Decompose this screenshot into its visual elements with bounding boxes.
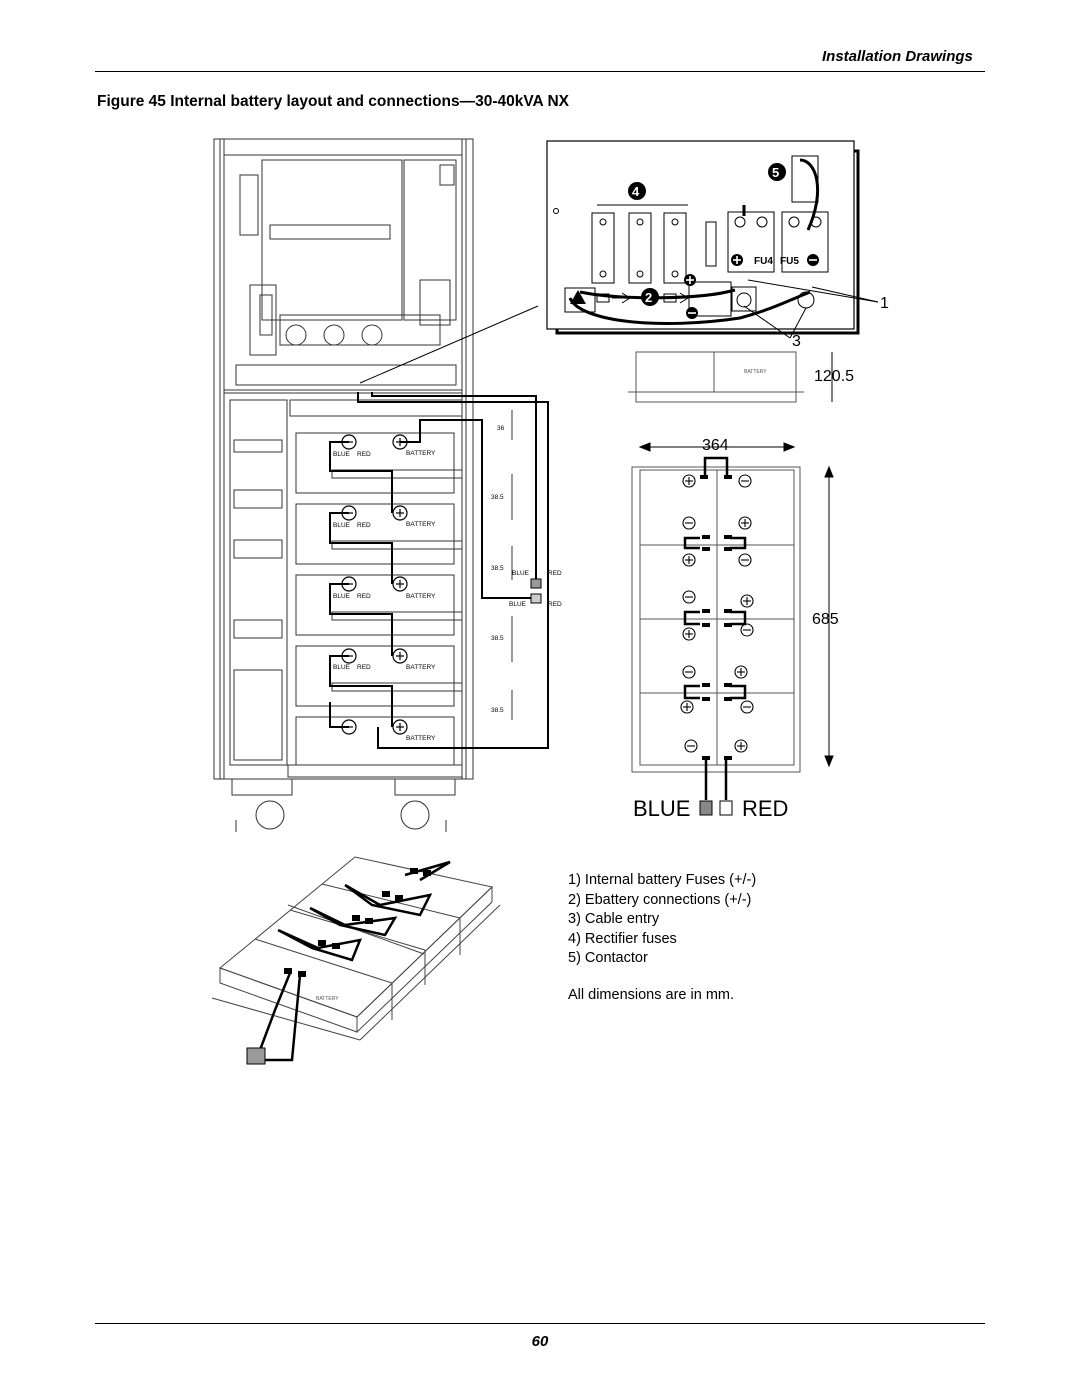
cable-entry-arrow-icon [570,290,586,304]
battery-label: BATTERY [406,664,436,671]
blue-wire-swatch [699,800,713,816]
plan-connector-blocks [700,475,732,760]
iso-blue-connector [246,1047,266,1065]
width-dimension [638,442,796,452]
legend-item: 3) Cable entry [568,911,660,928]
battery-label: BATTERY [406,521,436,528]
callout-leaders [743,279,879,339]
wire-legend-blue: BLUE [633,796,690,821]
cabinet-battery-shelves [295,432,463,766]
blue-label: BLUE [333,522,351,529]
isometric-wiring [258,860,451,1062]
battery-label: BATTERY [406,735,436,742]
callout-3: 3 [792,333,801,350]
red-wire-swatch [719,800,733,816]
callout-markers: 4 5 2 FU4 FU5 [628,163,819,319]
red-connector [530,593,542,604]
fuse-fu4-label: FU4 [754,256,773,267]
shelf-dimension: 36 [497,425,505,432]
depth-dimension-label: 685 [812,611,839,628]
width-dimension-label: 364 [702,437,729,454]
tray-battery-label: BATTERY [744,369,767,375]
battery-tray-side-view: BATTERY [628,351,804,403]
shelf-dimension: 38.5 [491,494,504,501]
shelf-dimension: 38.5 [491,565,504,572]
callout-4: 4 [632,184,640,199]
battery-tray-isometric: BATTERY [211,856,501,1041]
blue-label: BLUE [333,664,351,671]
blue-label: BLUE [509,601,527,608]
red-label: RED [357,451,371,458]
battery-tray-plan-view [631,466,801,773]
blue-label: BLUE [512,570,530,577]
callout-legend: 1) Internal battery Fuses (+/-) 2) Ebatt… [568,871,756,1006]
figure-caption: Figure 45 Internal battery layout and co… [97,93,570,110]
shelf-dimension: 38.5 [491,707,504,714]
shelf-dimension: 38.5 [491,635,504,642]
page-number: 60 [531,1333,549,1350]
connection-detail-panel [546,140,860,335]
cabinet-battery-terminals [341,434,408,735]
callout-1: 1 [880,295,889,312]
legend-item: 1) Internal battery Fuses (+/-) [568,872,757,888]
legend-item: 5) Contactor [568,950,648,967]
ups-cabinet-elevation [213,138,474,832]
battery-label: BATTERY [406,593,436,600]
battery-string-wiring [329,392,549,749]
blue-connector [530,578,542,589]
plan-interconnect-wiring [683,456,747,800]
footer-rule [95,1323,985,1324]
fuse-fu5-label: FU5 [780,256,799,267]
dimensions-note: All dimensions are in mm. [568,986,734,1003]
detail-wiring [568,158,820,325]
iso-battery-label: BATTERY [316,996,339,1002]
cabinet-battery-text: BATTERY BLUE RED BATTERY BLUE RED BATTER… [333,425,562,742]
callout-2-icon [641,288,659,306]
header-rule [95,71,985,72]
isometric-connectors [284,868,431,977]
legend-item: 2) Ebattery connections (+/-) [568,891,752,908]
red-label: RED [357,522,371,529]
callout-5-icon [768,163,786,181]
depth-dimension [824,465,834,768]
wire-legend-red: RED [742,796,788,821]
callout-2: 2 [645,290,652,305]
red-label: RED [357,664,371,671]
red-label: RED [548,601,562,608]
blue-label: BLUE [333,593,351,600]
callout-4-icon [628,182,646,200]
red-label: RED [357,593,371,600]
legend-item: 4) Rectifier fuses [568,930,677,947]
blue-label: BLUE [333,451,351,458]
height-dimension-label: 120.5 [814,368,854,385]
red-label: RED [548,570,562,577]
battery-label: BATTERY [406,450,436,457]
callout-5: 5 [772,165,779,180]
section-header: Installation Drawings [822,48,973,65]
plan-terminal-symbols [680,474,754,753]
detail-leader-line [359,305,539,384]
